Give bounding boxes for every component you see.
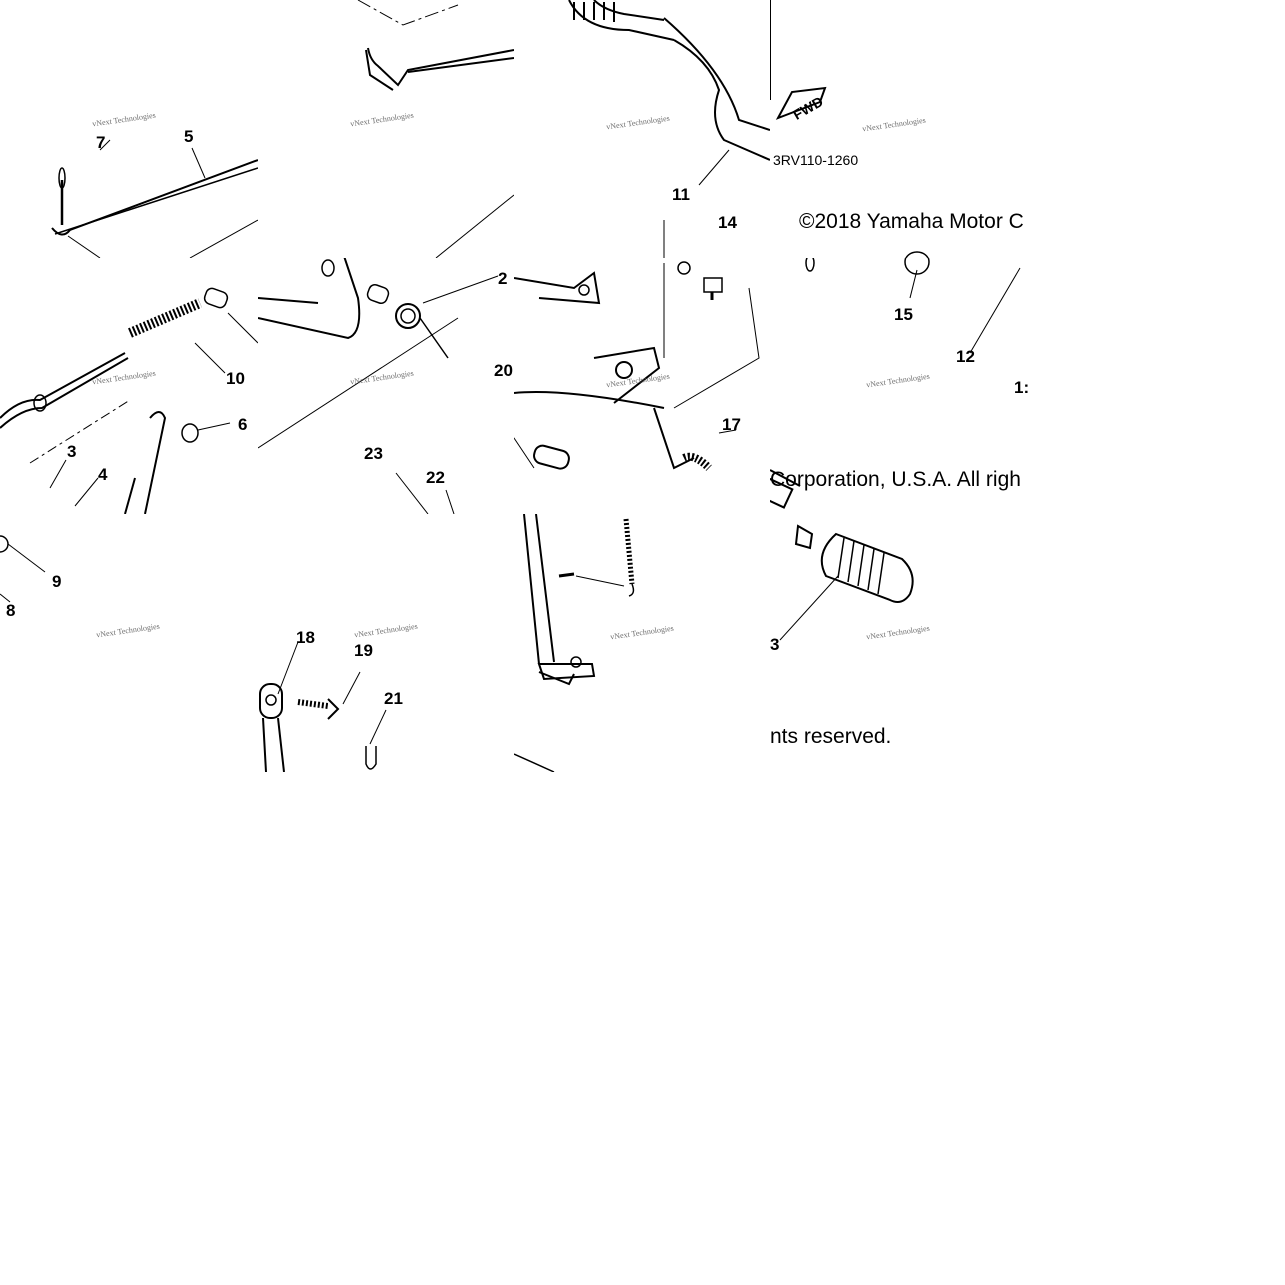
callout-7: 7 (96, 133, 106, 152)
pedal-pivot-drawing (0, 535, 46, 603)
diagram-tile-r2c2: vNext Technologies 2 23 22 20 (258, 258, 514, 514)
callout-6: 6 (238, 415, 248, 434)
footrest-rubber-drawing (779, 524, 914, 641)
diagram-tile-r2c3: vNext Technologies 17 16 (514, 258, 770, 514)
part-code: 3RV110-1260 (773, 152, 859, 168)
callout-11: 11 (672, 185, 690, 204)
callout-15: 15 (894, 305, 913, 324)
diagram-tile-r1c1: vNext Technologies 7 5 (0, 0, 258, 258)
diagram-tile-r3c1: vNext Technologies 9 8 (0, 514, 258, 772)
brake-cable-spring-drawing (0, 287, 258, 514)
callout-21: 21 (384, 689, 403, 708)
callout-22: 22 (426, 468, 445, 487)
callout-5: 5 (184, 127, 194, 146)
brake-rod-drawing (51, 139, 258, 258)
diagram-tile-r1c3: vNext Technologies 11 (514, 0, 770, 258)
sidestand-drawing (514, 514, 635, 772)
copyright-line-2: Corporation, U.S.A. All righ (770, 468, 1021, 491)
callout-3: 3 (67, 442, 77, 461)
callout-8: 8 (6, 601, 16, 620)
copyright-line-3: nts reserved. (770, 725, 892, 748)
callout-19: 19 (354, 641, 373, 660)
callout-13: 1: (1014, 378, 1028, 397)
diagram-tile-r2c1: vNext Technologies 10 6 3 4 (0, 258, 258, 514)
diagram-tile-r3c3: vNext Technologies (514, 514, 770, 772)
diagram-tile-r2c4: vNext Technologies 15 12 1: Corporation,… (770, 258, 1028, 514)
callout-12: 12 (956, 347, 975, 366)
callout-10: 10 (226, 369, 245, 388)
sidestand-bolt-drawing (259, 641, 387, 772)
washer-drawing (770, 258, 1021, 509)
diagram-tile-r3c2: vNext Technologies 18 19 21 (258, 514, 514, 772)
callout-20: 20 (494, 361, 513, 380)
callout-16: 16 (748, 258, 767, 261)
brake-pedal-top-drawing (357, 0, 514, 258)
diagram-tile-r1c2: vNext Technologies (258, 0, 514, 258)
callout-17: 17 (722, 415, 741, 434)
callout-9: 9 (52, 572, 62, 591)
callout-3b: 3 (770, 635, 780, 654)
fwd-arrow-drawing (770, 0, 929, 258)
callout-2: 2 (498, 269, 508, 288)
diagram-tile-r1c4: FWD 3RV110-1260 vNext Technologies ©2018… (770, 0, 1028, 258)
callout-23: 23 (364, 444, 383, 463)
brake-pedal-drawing (258, 258, 499, 514)
callout-4: 4 (98, 465, 108, 484)
copyright-line-1: ©2018 Yamaha Motor C (799, 210, 1024, 233)
callout-14: 14 (718, 213, 737, 232)
footrest-bar-drawing (568, 0, 770, 258)
callout-18: 18 (296, 628, 315, 647)
diagram-tile-r3c4: vNext Technologies 3 nts reserved. (770, 514, 1028, 772)
sidestand-bracket-drawing (514, 261, 760, 471)
